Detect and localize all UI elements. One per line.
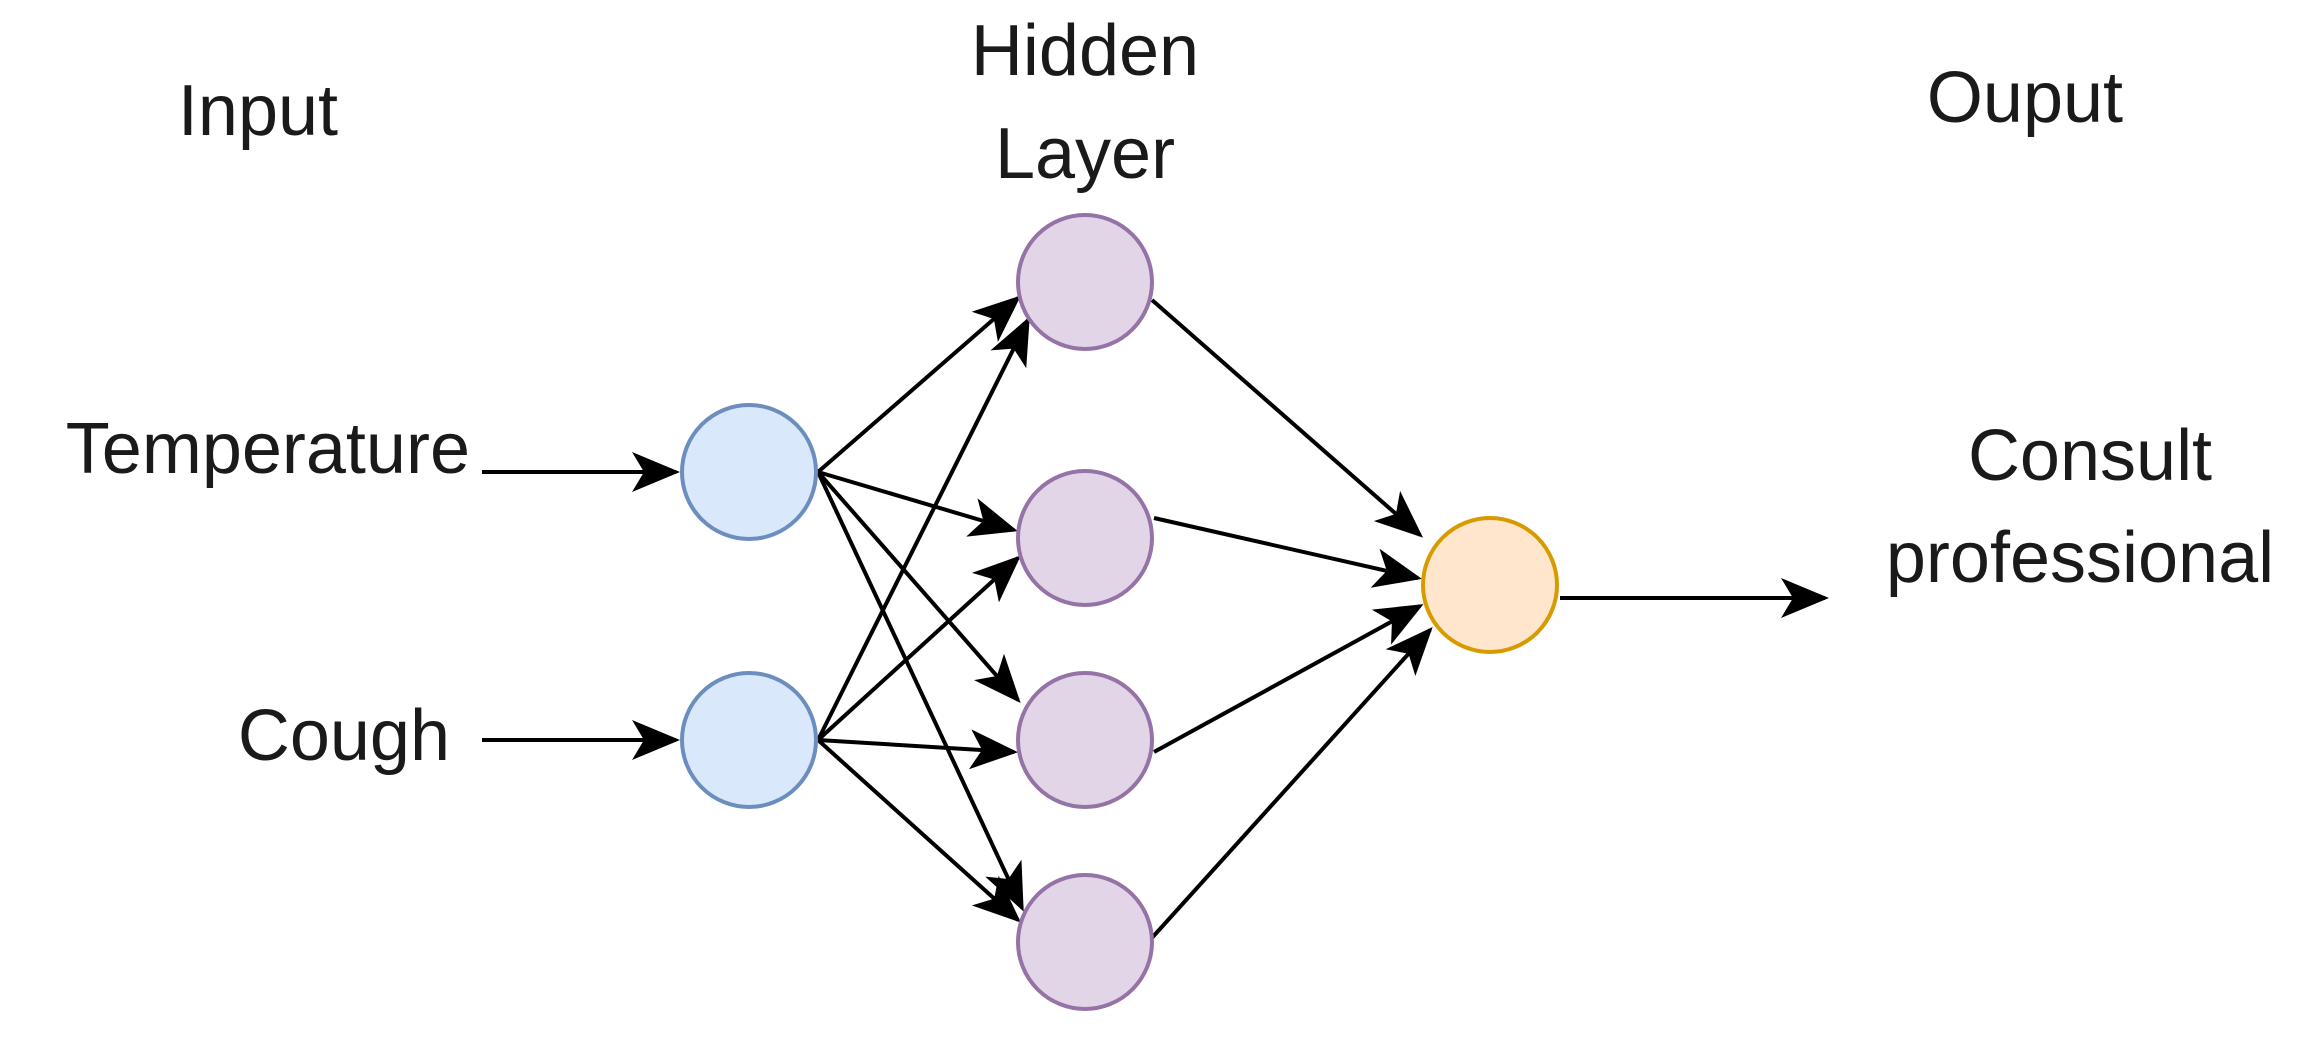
- hidden-layer-label-line2: Layer: [995, 114, 1175, 194]
- hidden-layer-label-line1: Hidden: [971, 11, 1199, 91]
- edge-i1-h2: [817, 470, 1018, 537]
- input-layer-label: Input: [178, 71, 338, 151]
- edge-h3-o: [1153, 604, 1424, 754]
- result-label-line2: professional: [1886, 518, 2274, 598]
- input-node-cough: [680, 671, 818, 809]
- edges: [482, 295, 1829, 942]
- edge-h2-o: [1153, 516, 1422, 588]
- edge-i1-h4: [816, 471, 1024, 912]
- edge-h4-o: [1148, 627, 1433, 942]
- hidden-node-4: [1016, 873, 1154, 1011]
- edge-i1-h3: [816, 470, 1021, 704]
- hidden-node-1: [1016, 213, 1154, 351]
- edge-i2-h3: [817, 729, 1018, 770]
- temperature-label: Temperature: [66, 409, 470, 489]
- edge-i2-h1: [816, 316, 1030, 741]
- edge-h1-o: [1150, 298, 1424, 538]
- edge-i2-h2: [816, 555, 1021, 742]
- output-node: [1421, 516, 1559, 654]
- cough-label: Cough: [238, 696, 450, 776]
- result-label-line1: Consult: [1968, 416, 2212, 496]
- edge-i2-h4: [816, 738, 1021, 923]
- input-node-temperature: [680, 403, 818, 541]
- hidden-node-3: [1016, 671, 1154, 809]
- hidden-node-2: [1016, 469, 1154, 607]
- output-layer-label: Ouput: [1927, 58, 2123, 138]
- edge-i1-h1: [816, 295, 1022, 474]
